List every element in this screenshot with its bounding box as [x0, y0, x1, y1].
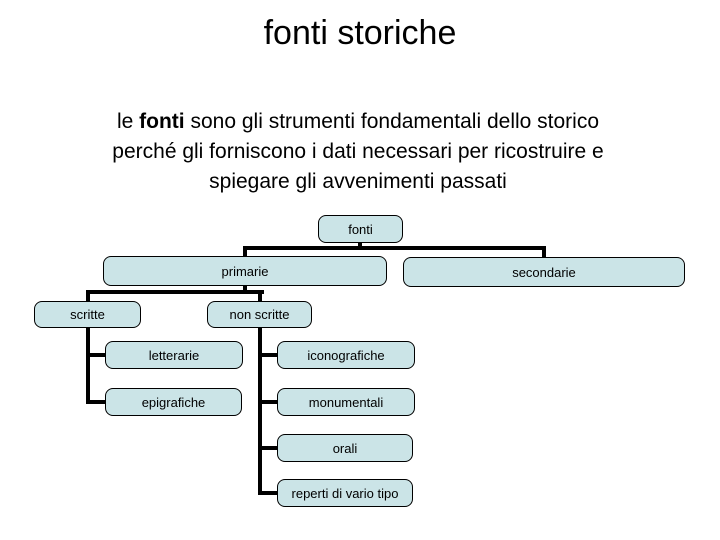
- diagram-node-primarie: primarie: [103, 256, 387, 286]
- connector-to-orali: [258, 446, 277, 450]
- intro-paragraph: le fonti sono gli strumenti fondamentali…: [0, 107, 716, 197]
- connector-to-letterarie: [86, 353, 105, 357]
- connector-primarie-down: [243, 286, 247, 293]
- connector-level2-horizontal: [86, 290, 264, 294]
- connector-to-primarie: [243, 246, 247, 257]
- paragraph-line1-post: sono gli strumenti fondamentali dello st…: [184, 110, 600, 133]
- connector-to-iconografiche: [258, 353, 277, 357]
- connector-level1-horizontal: [243, 246, 546, 250]
- diagram-node-orali: orali: [277, 434, 413, 462]
- diagram-node-fonti: fonti: [318, 215, 403, 243]
- diagram-node-monumentali: monumentali: [277, 388, 415, 416]
- diagram-node-reperti: reperti di vario tipo: [277, 479, 413, 507]
- connector-to-epigrafiche: [86, 400, 105, 404]
- diagram-node-non-scritte: non scritte: [207, 301, 312, 328]
- connector-scritte-trunk: [86, 327, 90, 404]
- paragraph-line-1: le fonti sono gli strumenti fondamentali…: [0, 107, 716, 137]
- connector-fonti-down: [358, 243, 362, 248]
- connector-to-non-scritte: [258, 290, 262, 302]
- connector-to-monumentali: [258, 400, 277, 404]
- diagram-node-secondarie: secondarie: [403, 257, 685, 287]
- connector-to-secondarie: [542, 246, 546, 258]
- diagram-node-iconografiche: iconografiche: [277, 341, 415, 369]
- paragraph-line1-bold: fonti: [139, 110, 185, 133]
- diagram-node-letterarie: letterarie: [105, 341, 243, 369]
- connector-to-scritte: [86, 290, 90, 302]
- paragraph-line-2: perché gli forniscono i dati necessari p…: [112, 140, 604, 163]
- page-title: fonti storiche: [263, 14, 457, 52]
- connector-to-reperti: [258, 491, 277, 495]
- diagram-node-scritte: scritte: [34, 301, 141, 328]
- connector-non-scritte-trunk: [258, 327, 262, 495]
- paragraph-line1-pre: le: [116, 110, 140, 133]
- diagram-node-epigrafiche: epigrafiche: [105, 388, 242, 416]
- paragraph-line-3: spiegare gli avvenimenti passati: [209, 170, 507, 193]
